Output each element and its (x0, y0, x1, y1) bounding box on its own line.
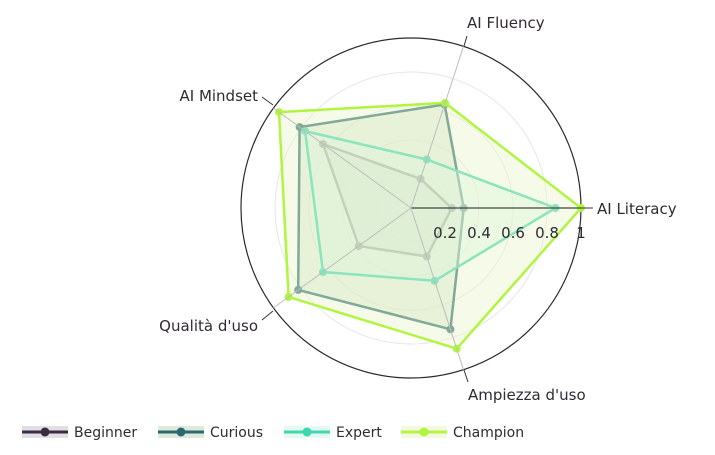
legend-swatch-marker (419, 427, 429, 437)
axis-line-4 (273, 207, 412, 309)
legend-item-champion[interactable]: Champion (401, 425, 524, 441)
series-layer (275, 98, 585, 353)
radial-tick-label: 0.8 (535, 224, 559, 242)
axis-lines (273, 46, 581, 370)
legend-swatch-marker (176, 427, 186, 437)
axis-line-3 (273, 107, 412, 209)
legend-label: Beginner (74, 425, 137, 441)
axis-label: AI Mindset (179, 87, 258, 105)
axis-label-connector (261, 310, 274, 321)
legend-label: Curious (210, 425, 263, 441)
axis-label-connector (463, 369, 469, 383)
series-area-champion (277, 101, 583, 350)
radial-tick-label: 0.6 (501, 224, 525, 242)
legend-item-curious[interactable]: Curious (158, 425, 263, 441)
legend-swatch-marker (302, 427, 312, 437)
axis-line-5 (410, 207, 464, 370)
radial-tick-labels: 0.2 0.4 0.6 0.8 1 (433, 224, 586, 242)
legend-label: Champion (453, 425, 524, 441)
legend: Beginner Curious Expert Champion (22, 425, 524, 441)
legend-item-expert[interactable]: Expert (284, 425, 382, 441)
series-expert (301, 127, 560, 285)
axis-label: Ampiezza d'uso (468, 386, 586, 404)
axis-label-connector (463, 35, 468, 47)
axis-label: AI Literacy (597, 200, 677, 218)
axis-line-2 (410, 46, 464, 209)
radial-tick-label: 1 (576, 224, 586, 242)
legend-label: Expert (336, 425, 382, 441)
series-area-expert (303, 129, 557, 283)
axis-label-connector (261, 96, 274, 106)
radial-tick-label: 0.4 (467, 224, 491, 242)
axis-label: AI Fluency (467, 14, 545, 32)
legend-swatch-marker (40, 427, 50, 437)
series-area-beginner (321, 142, 454, 258)
radial-tick-label: 0.2 (433, 224, 457, 242)
legend-item-beginner[interactable]: Beginner (22, 425, 137, 441)
axis-label: Qualità d'uso (159, 317, 258, 335)
